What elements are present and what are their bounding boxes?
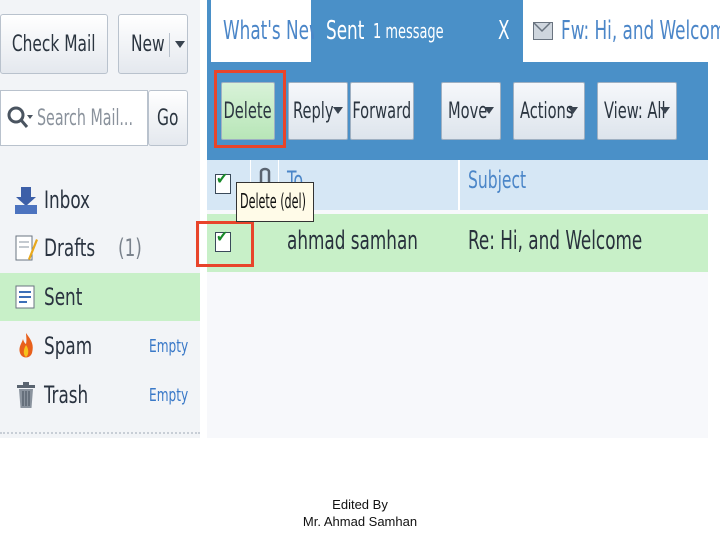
- view-label: View: All: [604, 98, 666, 124]
- table-row[interactable]: [207, 214, 708, 272]
- attachment-icon[interactable]: [255, 166, 275, 190]
- new-dropdown-caret-icon[interactable]: [175, 41, 185, 48]
- envelope-icon: [533, 22, 553, 40]
- folder-count: (1): [117, 234, 142, 262]
- tab-label: Fw: Hi, and Welcome: [561, 16, 720, 46]
- header-divider: [458, 160, 460, 210]
- delete-button[interactable]: Delete: [221, 82, 275, 140]
- delete-tooltip: Delete (del): [236, 182, 314, 222]
- delete-highlight-box: [214, 70, 286, 148]
- folder-drafts[interactable]: Drafts (1): [0, 224, 200, 272]
- inbox-icon: [14, 185, 38, 215]
- view-dropdown-caret-icon[interactable]: [660, 107, 670, 114]
- reply-label: Reply: [293, 98, 334, 124]
- folder-label: Inbox: [44, 186, 91, 214]
- folder-list-divider: [0, 432, 200, 434]
- actions-button[interactable]: Actions: [513, 82, 585, 140]
- go-label: Go: [157, 105, 179, 131]
- new-divider: [169, 33, 170, 57]
- folder-label: Drafts: [44, 234, 96, 262]
- folder-label: Trash: [44, 381, 89, 409]
- tab-meta: 1 message: [373, 19, 444, 43]
- folder-label: Spam: [44, 332, 93, 360]
- new-label: New: [131, 31, 165, 57]
- tab-label: Sent: [326, 16, 365, 46]
- caption-line-1: Edited By: [332, 497, 388, 512]
- flame-icon: [14, 331, 38, 361]
- go-button[interactable]: Go: [148, 90, 188, 146]
- move-label: Move: [448, 98, 488, 124]
- empty-trash-link[interactable]: Empty: [148, 384, 188, 406]
- checkbox[interactable]: [215, 227, 231, 252]
- forward-button[interactable]: Forward: [350, 82, 414, 140]
- search-icon[interactable]: [5, 103, 35, 133]
- row-to: ahmad samhan: [287, 226, 418, 256]
- view-filter-button[interactable]: View: All: [597, 82, 677, 140]
- folder-sent[interactable]: Sent: [0, 273, 200, 321]
- check-mail-label: Check Mail: [12, 31, 96, 57]
- trash-icon: [14, 380, 38, 410]
- forward-label: Forward: [352, 98, 412, 124]
- tab-whats-new[interactable]: What's New: [211, 0, 323, 62]
- tab-fw-hi-and-welcome[interactable]: Fw: Hi, and Welcome: [523, 0, 720, 62]
- checkbox-highlight-box: [196, 221, 254, 267]
- empty-spam-link[interactable]: Empty: [148, 335, 188, 357]
- actions-dropdown-caret-icon[interactable]: [568, 107, 578, 114]
- sent-icon: [14, 282, 38, 312]
- drafts-icon: [14, 233, 38, 263]
- folder-label: Sent: [44, 283, 83, 311]
- delete-label: Delete: [223, 98, 273, 124]
- move-button[interactable]: Move: [441, 82, 501, 140]
- new-button[interactable]: New: [118, 14, 188, 74]
- search-placeholder: Search Mail...: [37, 105, 133, 131]
- folder-inbox[interactable]: Inbox: [0, 176, 200, 224]
- tab-sent[interactable]: Sent 1 message X: [314, 0, 520, 62]
- tab-label: What's New: [223, 16, 323, 46]
- tooltip-text: Delete (del): [240, 189, 306, 213]
- check-mail-button[interactable]: Check Mail: [0, 14, 108, 74]
- search-input[interactable]: Search Mail...: [0, 90, 148, 146]
- column-header-subject[interactable]: Subject: [468, 166, 527, 194]
- row-subject: Re: Hi, and Welcome: [468, 226, 643, 256]
- close-icon[interactable]: X: [498, 16, 510, 46]
- reply-dropdown-caret-icon[interactable]: [333, 107, 343, 114]
- checkbox[interactable]: [215, 169, 231, 194]
- folder-trash[interactable]: Trash Empty: [0, 371, 200, 419]
- folder-spam[interactable]: Spam Empty: [0, 322, 200, 370]
- actions-label: Actions: [520, 98, 574, 124]
- caption-line-2: Mr. Ahmad Samhan: [302, 514, 418, 529]
- reply-button[interactable]: Reply: [288, 82, 348, 140]
- move-dropdown-caret-icon[interactable]: [484, 107, 494, 114]
- caption: Edited By Mr. Ahmad Samhan: [0, 496, 720, 530]
